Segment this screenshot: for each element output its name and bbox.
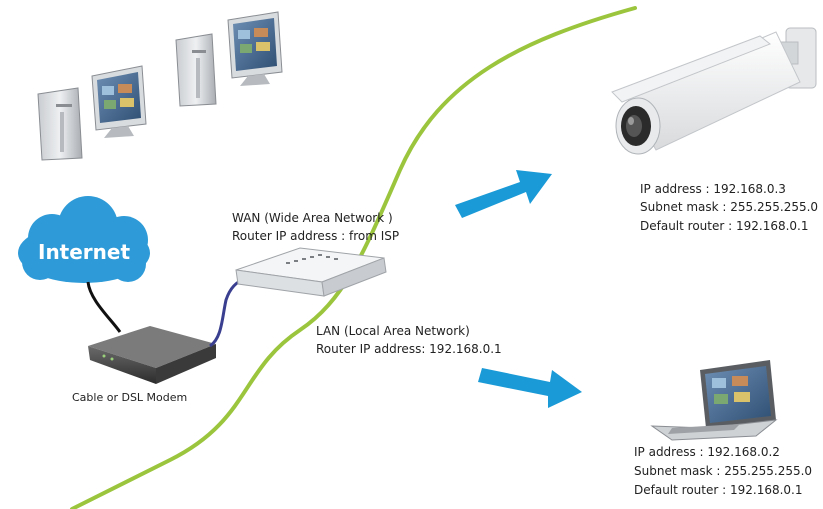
- arrow-to-laptop-icon: [478, 368, 582, 408]
- ip-camera-icon: [611, 27, 817, 155]
- camera-subnet-mask: Subnet mask : 255.255.255.0: [640, 200, 819, 214]
- internet-label: Internet: [38, 240, 131, 264]
- laptop-default-router: Default router : 192.168.0.1: [634, 483, 803, 497]
- lan-router-ip: Router IP address: 192.168.0.1: [316, 342, 502, 356]
- network-boundary-line: [70, 6, 637, 509]
- laptop-icon: [650, 360, 778, 441]
- wan-router-ip: Router IP address : from ISP: [232, 229, 400, 243]
- router-icon: [235, 247, 387, 297]
- lan-title: LAN (Local Area Network): [316, 324, 470, 338]
- desktop-computer-icon: [37, 65, 147, 161]
- internet-cloud-icon: [18, 196, 150, 283]
- desktop-computer-icon: [175, 11, 283, 107]
- internet-cable: [86, 281, 122, 333]
- camera-ip-address: IP address : 192.168.0.3: [640, 182, 786, 196]
- modem-router-cable: [209, 276, 247, 348]
- laptop-subnet-mask: Subnet mask : 255.255.255.0: [634, 464, 813, 478]
- arrow-to-camera-icon: [455, 170, 552, 218]
- camera-default-router: Default router : 192.168.0.1: [640, 219, 809, 233]
- wan-title: WAN (Wide Area Network ): [232, 211, 393, 225]
- modem-icon: [88, 326, 216, 384]
- modem-label: Cable or DSL Modem: [72, 391, 188, 404]
- laptop-ip-address: IP address : 192.168.0.2: [634, 445, 780, 459]
